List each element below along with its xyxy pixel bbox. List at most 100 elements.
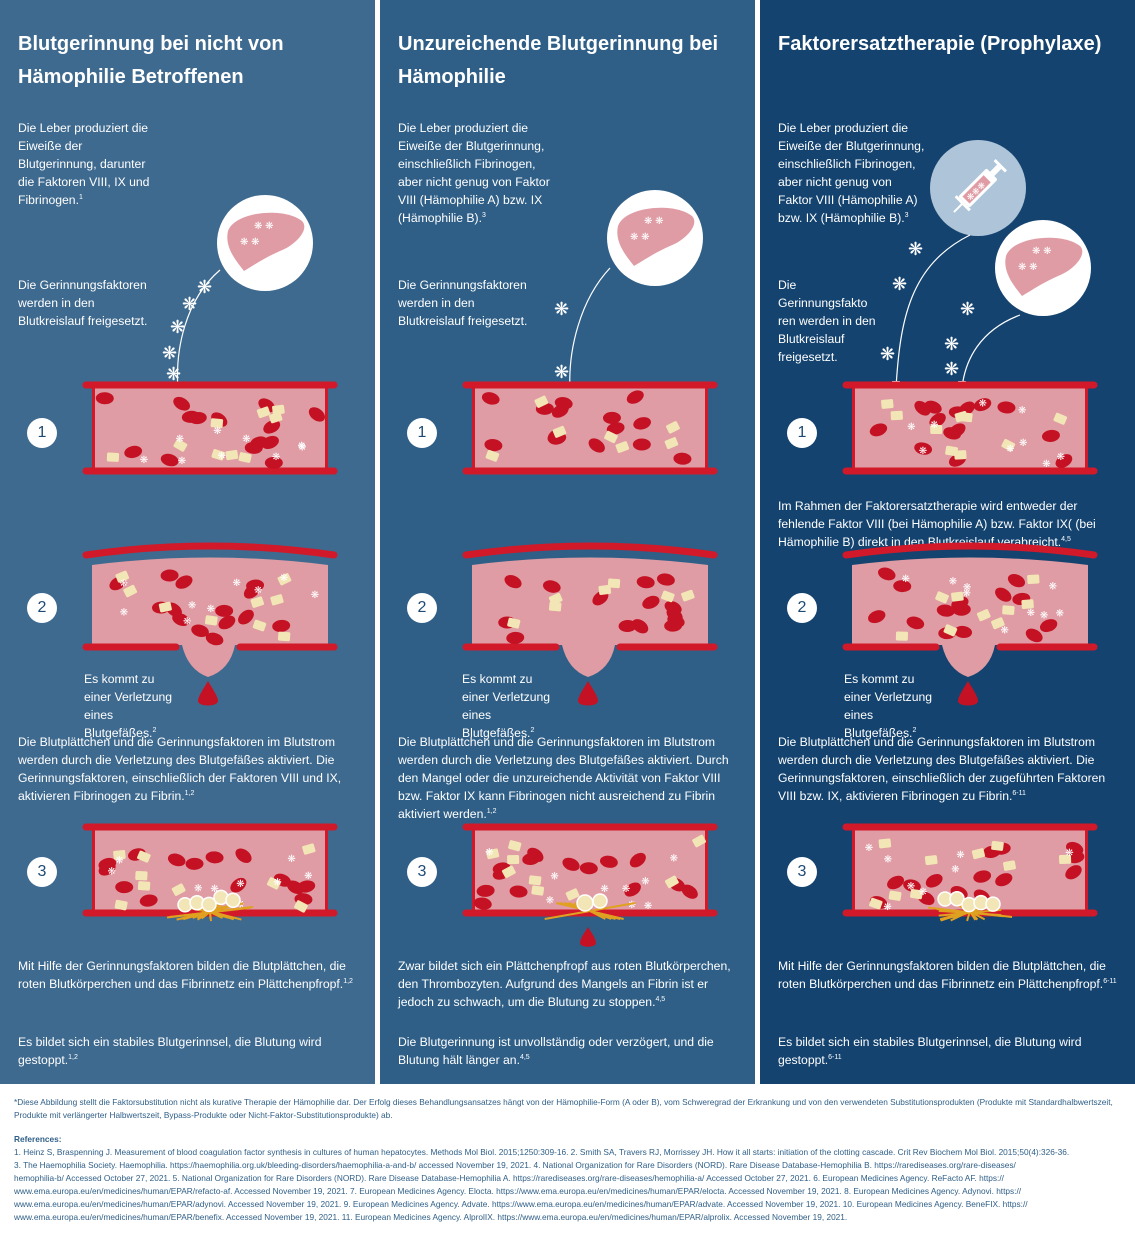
vessel-step-2-injury: ❋❋❋❋❋❋❋❋❋ — [842, 542, 1098, 706]
svg-text:❋: ❋ — [1040, 610, 1048, 621]
final-text: Es bildet sich ein stabiles Blutgerinnse… — [778, 1035, 1082, 1067]
step-number-1: 1 — [787, 418, 817, 448]
svg-text:❋: ❋ — [207, 604, 215, 615]
svg-text:❋ ❋: ❋ ❋ — [1032, 246, 1052, 257]
svg-text:❋: ❋ — [883, 902, 891, 913]
svg-text:❋: ❋ — [176, 434, 184, 445]
svg-text:❋: ❋ — [600, 884, 608, 895]
svg-text:❋: ❋ — [962, 589, 970, 600]
svg-text:❋: ❋ — [554, 299, 569, 319]
svg-text:❋: ❋ — [1018, 405, 1026, 416]
svg-text:❋: ❋ — [884, 855, 892, 866]
step-number-1: 1 — [27, 418, 57, 448]
therapy-text: Im Rahmen der Faktorersatztherapie wird … — [778, 499, 1096, 549]
svg-text:❋: ❋ — [178, 456, 186, 467]
step-number-2: 2 — [787, 593, 817, 623]
reference-line: 3. The Haemophilia Society. Haemophilia.… — [14, 1160, 1016, 1170]
svg-text:❋: ❋ — [908, 239, 923, 259]
svg-text:❋: ❋ — [213, 426, 221, 437]
step-number-2: 2 — [407, 593, 437, 623]
svg-text:❋: ❋ — [304, 871, 312, 882]
svg-text:❋: ❋ — [628, 900, 636, 911]
liver-illustration: ❋ ❋❋ ❋ — [217, 195, 313, 291]
svg-text:❋: ❋ — [554, 362, 569, 382]
svg-text:❋: ❋ — [210, 884, 218, 895]
panel-hemophilia: Unzureichende Blutgerinnung bei Hämophil… — [380, 0, 755, 1084]
injury-text: Es kommt zu einer Verletzung eines Blutg… — [84, 672, 173, 740]
step-number-2: 2 — [27, 593, 57, 623]
activation-text: Die Blutplättchen und die Gerinnungsfakt… — [778, 735, 1106, 803]
activation-text: Die Blutplättchen und die Gerinnungsfakt… — [398, 735, 729, 821]
vessel-step-1: ❋❋❋❋❋❋❋❋❋ — [82, 381, 338, 475]
svg-text:❋: ❋ — [236, 900, 244, 911]
svg-text:❋: ❋ — [670, 854, 678, 865]
liver-intro-text: Die Leber produziert die Eiweiße der Blu… — [778, 121, 925, 225]
svg-text:❋: ❋ — [949, 576, 957, 587]
panel-title: Faktorersatztherapie (Prophylaxe) — [778, 33, 1102, 55]
svg-text:❋: ❋ — [140, 455, 148, 466]
references-heading: References: — [14, 1134, 62, 1144]
svg-text:❋: ❋ — [865, 843, 873, 854]
svg-text:❋: ❋ — [298, 441, 306, 452]
svg-text:❋: ❋ — [956, 850, 964, 861]
svg-text:❋: ❋ — [919, 446, 927, 457]
svg-text:❋: ❋ — [107, 866, 115, 877]
svg-text:❋: ❋ — [166, 364, 181, 384]
svg-text:❋: ❋ — [1000, 625, 1008, 636]
svg-text:❋: ❋ — [907, 422, 915, 433]
svg-text:❋: ❋ — [170, 317, 185, 337]
panel-normal-coagulation: Blutgerinnung bei nicht von Hämophilie B… — [0, 0, 375, 1084]
vessel-step-1 — [462, 381, 718, 475]
svg-text:❋: ❋ — [188, 600, 196, 611]
disclaimer: *Diese Abbildung stellt die Faktorsubsti… — [14, 1097, 1113, 1120]
factor-release-text: Die Gerinnungsfaktoren werden in den Blu… — [398, 278, 528, 328]
liver-intro-text: Die Leber produziert die Eiweiße der Blu… — [398, 121, 550, 225]
svg-text:❋: ❋ — [546, 896, 554, 907]
factor-flow-arrow: ❋❋❋❋❋❋ — [880, 234, 1021, 389]
svg-text:❋: ❋ — [287, 854, 295, 865]
step-number-3: 3 — [27, 857, 57, 887]
liver-illustration: ❋ ❋ ❋ ❋ — [995, 220, 1091, 316]
svg-text:❋: ❋ — [194, 883, 202, 894]
svg-text:❋: ❋ — [978, 399, 986, 410]
final-text: Die Blutgerinnung ist unvollständig oder… — [398, 1035, 714, 1067]
vessel-step-2-injury: ❋❋❋❋❋❋❋❋❋ — [82, 542, 338, 706]
reference-line: 1. Heinz S, Braspenning J. Measurement o… — [14, 1147, 1070, 1157]
svg-text:❋: ❋ — [236, 879, 244, 890]
factor-flow-arrow: ❋❋ — [554, 267, 611, 391]
svg-text:❋: ❋ — [880, 344, 895, 364]
reference-line: hemophilia-b/ Accessed October 27, 2021.… — [14, 1173, 1004, 1183]
svg-text:❋: ❋ — [120, 608, 128, 619]
svg-text:❋: ❋ — [162, 343, 177, 363]
svg-text:❋: ❋ — [1042, 459, 1050, 470]
clot-result-text: Zwar bildet sich ein Plättchenpfropf aus… — [398, 959, 731, 1009]
footer: *Diese Abbildung stellt die Faktorsubsti… — [14, 1096, 1122, 1224]
svg-text:❋ ❋: ❋ ❋ — [630, 232, 650, 243]
vessel-step-3-clot: ❋❋❋❋❋❋❋❋❋ — [82, 823, 338, 922]
liver-intro-text: Die Leber produziert die Eiweiße der Blu… — [18, 121, 150, 207]
factor-release-text: Die Gerinnungsfaktoren werden in den Blu… — [18, 278, 148, 328]
vessel-step-1: ❋❋❋❋❋❋❋❋❋ — [842, 381, 1098, 475]
svg-text:❋ ❋: ❋ ❋ — [1018, 262, 1038, 273]
svg-text:❋: ❋ — [218, 451, 226, 462]
step-number-1: 1 — [407, 418, 437, 448]
reference-line: www.ema.europa.eu/en/medicines/human/EPA… — [14, 1186, 1022, 1196]
svg-text:❋: ❋ — [944, 334, 959, 354]
svg-text:❋: ❋ — [1056, 609, 1064, 620]
svg-text:❋: ❋ — [951, 865, 959, 876]
liver-illustration: ❋ ❋❋ ❋ — [607, 190, 703, 286]
svg-text:❋: ❋ — [242, 434, 250, 445]
vessel-step-3-weak-clot: ❋❋❋❋❋❋❋❋❋ — [462, 823, 718, 947]
svg-text:❋: ❋ — [298, 442, 306, 453]
svg-text:❋: ❋ — [1027, 608, 1035, 619]
svg-text:❋: ❋ — [311, 590, 319, 601]
svg-text:❋: ❋ — [907, 881, 915, 892]
factor-release-text: Die Gerinnungsfakto ren werden in den Bl… — [778, 278, 876, 364]
svg-text:❋: ❋ — [919, 887, 927, 898]
panel-title: Unzureichende Blutgerinnung bei Hämophil… — [398, 33, 719, 88]
svg-text:❋: ❋ — [1065, 848, 1073, 859]
svg-text:❋: ❋ — [644, 901, 652, 912]
svg-text:❋: ❋ — [944, 359, 959, 379]
syringe-illustration: ❋❋❋ — [930, 140, 1026, 236]
svg-text:❋: ❋ — [930, 420, 938, 431]
